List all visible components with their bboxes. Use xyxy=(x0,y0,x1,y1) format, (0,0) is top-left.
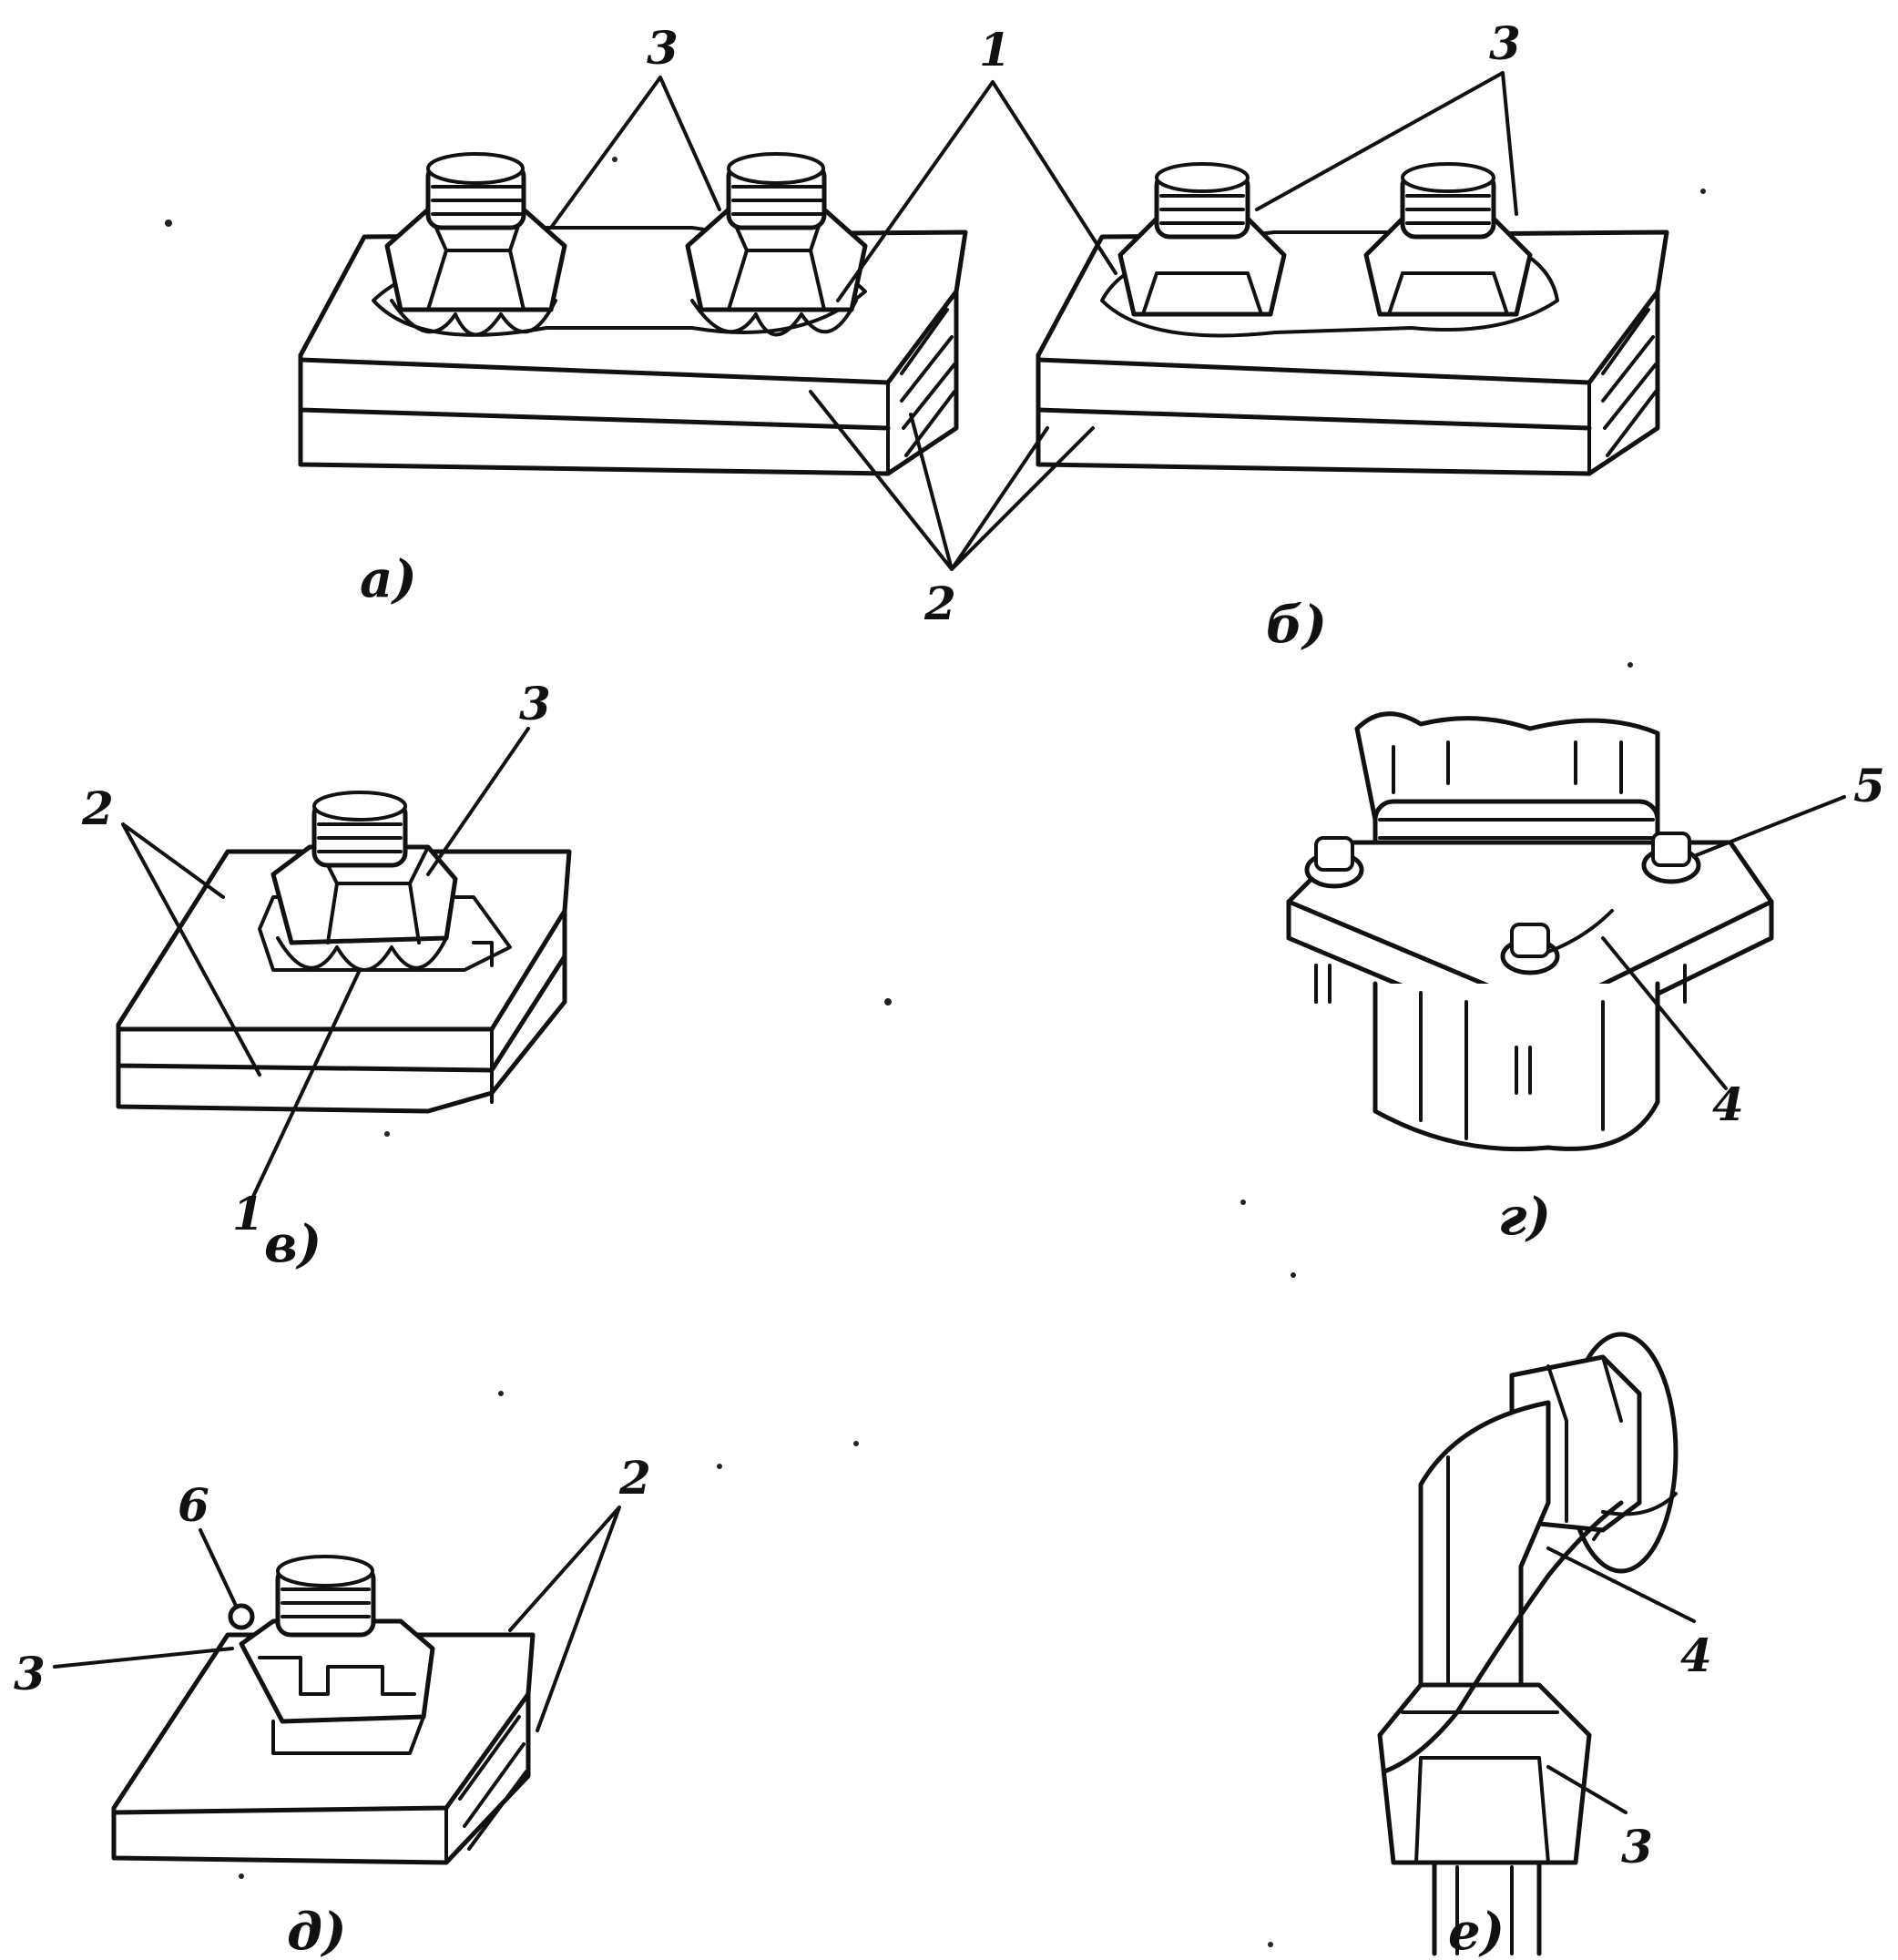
callout-2-top: 2 xyxy=(923,577,956,630)
panel-v-drawing xyxy=(116,727,572,1204)
panel-d-drawing xyxy=(53,1506,621,1865)
panel-e-caption: е) xyxy=(1448,1902,1505,1960)
panel-b-caption: б) xyxy=(1266,595,1327,655)
panel-e-drawing xyxy=(1377,1332,1696,1956)
callout-2-v: 2 xyxy=(81,781,114,835)
panel-a-caption: а) xyxy=(360,549,417,609)
callout-6-d: 6 xyxy=(178,1478,209,1532)
callout-1-v: 1 xyxy=(232,1187,264,1240)
callout-5-g: 5 xyxy=(1853,759,1885,812)
scan-specks xyxy=(165,157,1706,1947)
callout-3-b: 3 xyxy=(1489,16,1521,70)
panel-g-drawing xyxy=(1286,711,1846,1152)
callout-3-v: 3 xyxy=(519,677,551,730)
callout-3-e: 3 xyxy=(1621,1820,1653,1873)
panel-g-caption: г) xyxy=(1498,1187,1551,1247)
callout-3-d: 3 xyxy=(14,1647,46,1700)
callout-4-g: 4 xyxy=(1712,1077,1744,1131)
leader-lines-top xyxy=(549,71,1518,571)
callout-4-e: 4 xyxy=(1680,1628,1712,1682)
callout-1-top: 1 xyxy=(979,23,1011,77)
panel-a-drawing xyxy=(298,152,968,476)
panel-v-caption: в) xyxy=(264,1214,321,1274)
callout-2-d: 2 xyxy=(618,1451,651,1505)
panel-d-caption: д) xyxy=(287,1902,346,1960)
panel-b-drawing xyxy=(1036,162,1669,476)
callout-3-a: 3 xyxy=(647,21,679,75)
